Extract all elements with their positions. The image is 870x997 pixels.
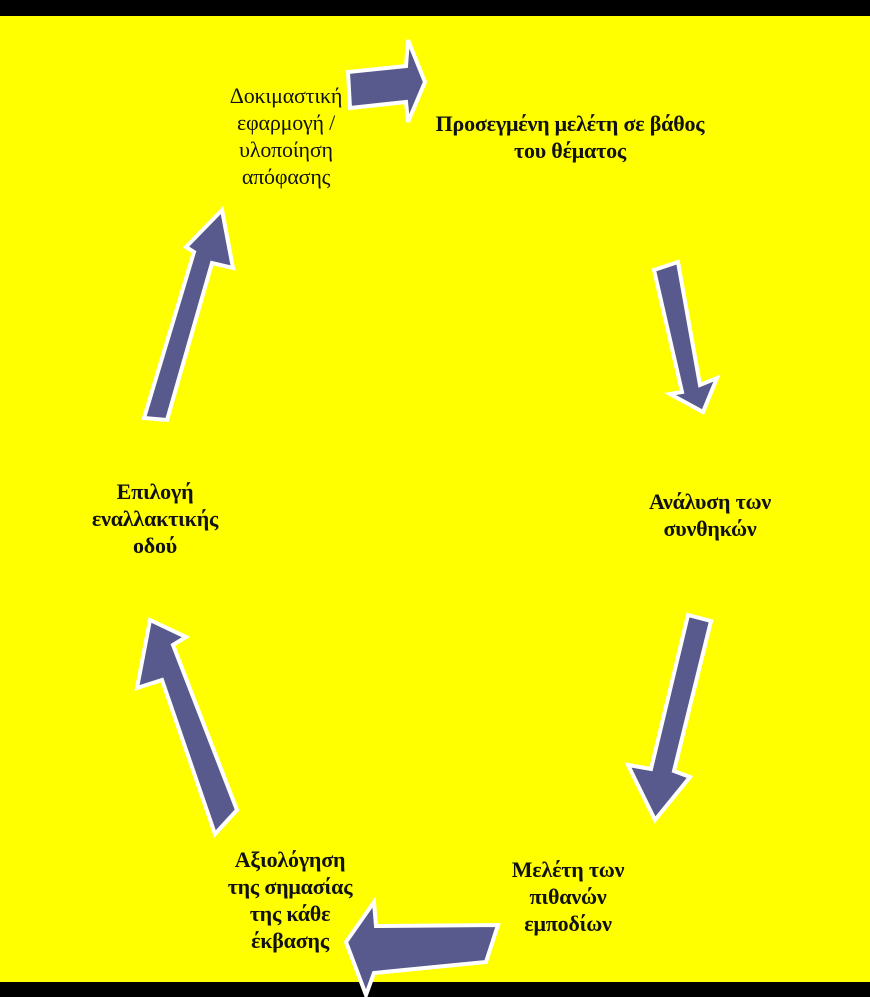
arrow-3-to-4 [343, 896, 501, 997]
arrow-2-to-3 [624, 612, 714, 824]
diagram-background [0, 16, 870, 982]
arrow-1-to-2 [651, 259, 721, 415]
arrow-4-to-5 [134, 617, 240, 838]
arrow-6-to-1 [345, 39, 428, 123]
arrow-5-to-6 [141, 205, 236, 423]
